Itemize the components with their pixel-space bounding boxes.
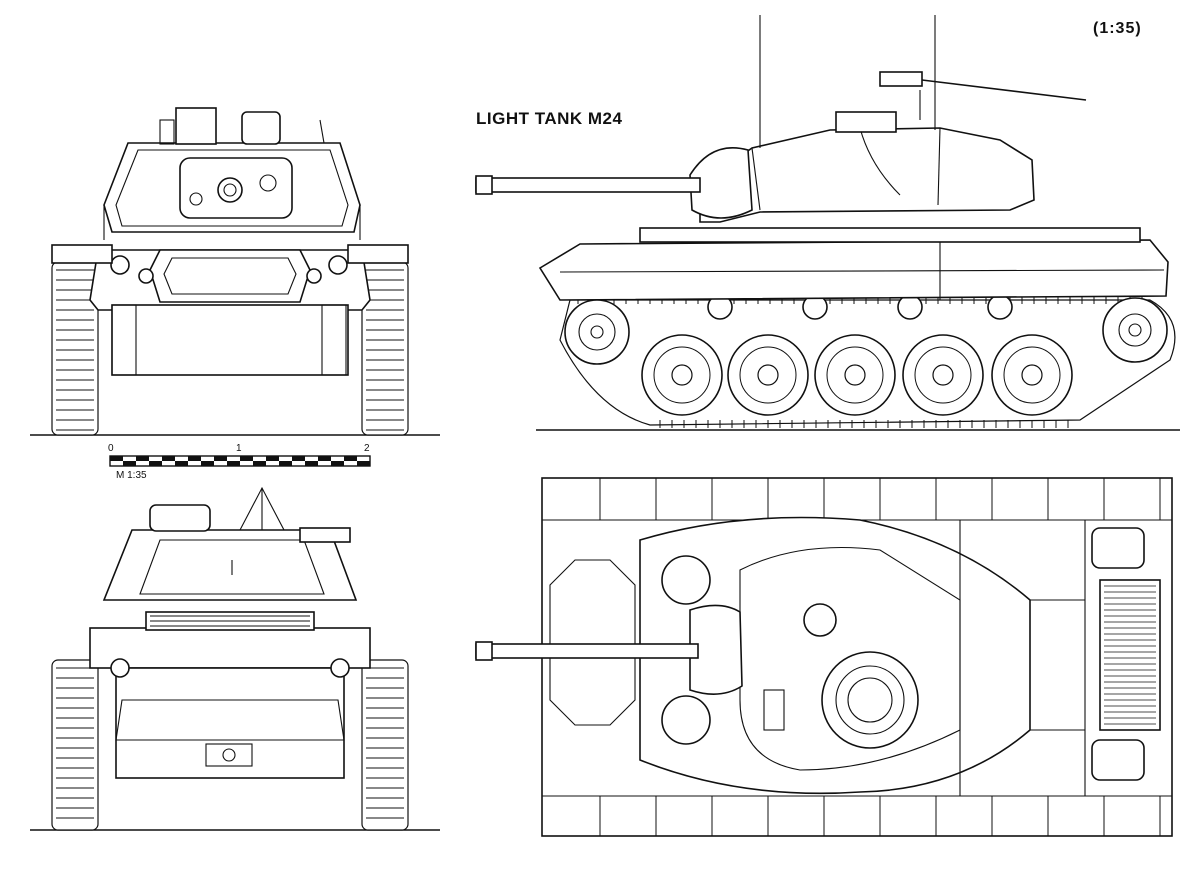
road-wheel-hub xyxy=(757,364,779,386)
scale-segment xyxy=(292,456,305,461)
drawing-title: LIGHT TANK M24 xyxy=(476,109,623,128)
scale-tick-label: 0 xyxy=(108,443,114,454)
scale-segment xyxy=(266,456,279,461)
scale-segment xyxy=(318,456,331,461)
road-wheel-hub xyxy=(932,364,954,386)
road-wheel-rim xyxy=(653,346,711,404)
road-wheel-hub xyxy=(671,364,693,386)
rear-view xyxy=(30,486,440,831)
scale-segment xyxy=(344,456,357,461)
scale-segment xyxy=(188,456,201,461)
scale-segment xyxy=(123,461,136,466)
scale-segment xyxy=(136,456,149,461)
scale-segment xyxy=(201,461,214,466)
scale-segment xyxy=(305,461,318,466)
scale-segment xyxy=(331,461,344,466)
road-wheel-hub xyxy=(844,364,866,386)
road-wheel-hub xyxy=(1021,364,1043,386)
road-wheel-rim xyxy=(914,346,972,404)
scale-ratio: (1:35) xyxy=(1093,20,1142,37)
scale-segment xyxy=(110,456,123,461)
scale-segment xyxy=(240,456,253,461)
scale-segment xyxy=(279,461,292,466)
road-wheel-rim xyxy=(1003,346,1061,404)
scale-segment xyxy=(227,461,240,466)
side-view xyxy=(475,15,1180,431)
scale-segment xyxy=(175,461,188,466)
scale-segment xyxy=(149,461,162,466)
scale-tick-label: 2 xyxy=(364,443,370,454)
road-wheel-rim xyxy=(739,346,797,404)
scale-segment xyxy=(162,456,175,461)
road-wheel-rim xyxy=(826,346,884,404)
scale-bar xyxy=(109,455,371,467)
scale-bar-label: M 1:35 xyxy=(116,470,147,481)
scale-segment xyxy=(357,461,370,466)
top-view xyxy=(475,477,1173,837)
scale-segment xyxy=(214,456,227,461)
scale-tick-label: 1 xyxy=(236,443,242,454)
front-view xyxy=(30,107,440,436)
scale-segment xyxy=(253,461,266,466)
